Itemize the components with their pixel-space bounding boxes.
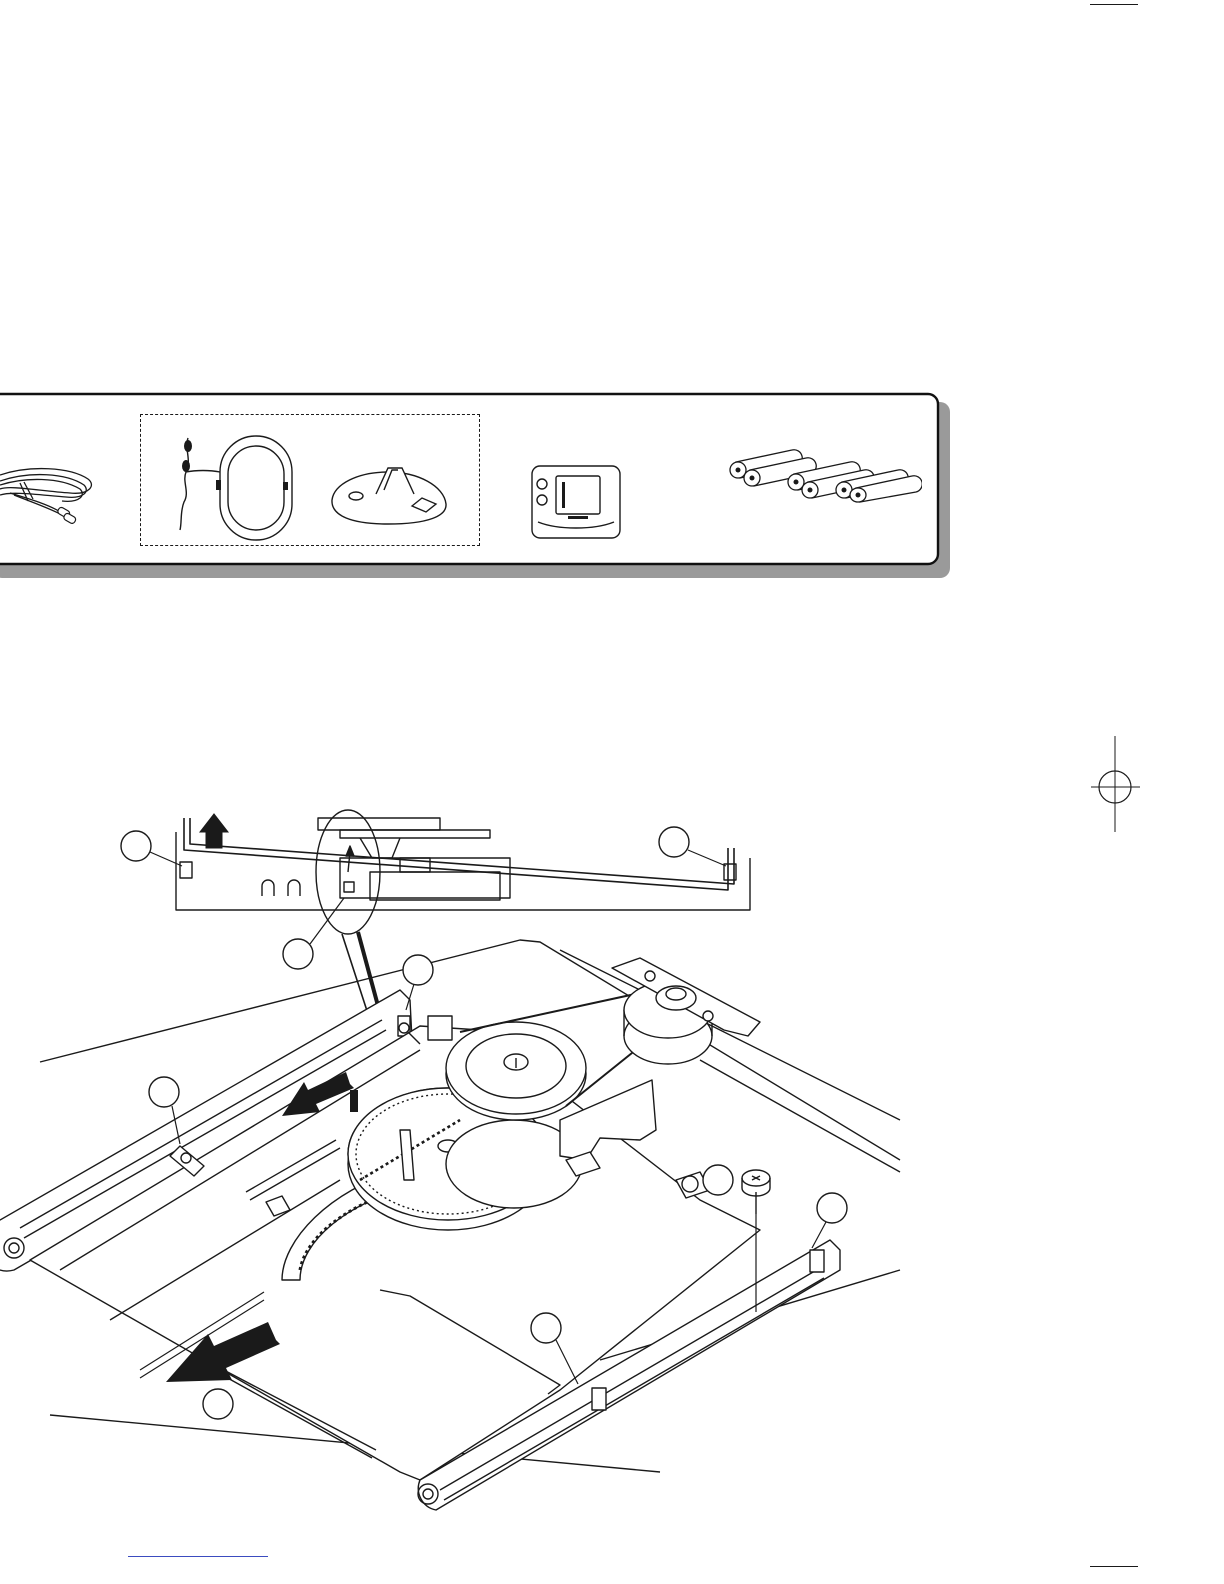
cd-tray-mechanism-diagram bbox=[0, 800, 920, 1520]
top-page-rule bbox=[1090, 4, 1138, 5]
speaker-cord-icon bbox=[0, 455, 110, 535]
registration-crosshair-icon bbox=[1088, 736, 1144, 836]
aa-batteries-icon bbox=[722, 440, 922, 504]
antenna-stand-icon bbox=[328, 460, 452, 532]
remote-control-icon bbox=[528, 462, 624, 542]
lift-up-arrow-icon bbox=[200, 814, 228, 848]
bottom-link-rule bbox=[128, 1556, 268, 1557]
bottom-page-rule bbox=[1090, 1566, 1138, 1567]
motor-assembly bbox=[612, 958, 760, 1064]
side-view-inset bbox=[176, 810, 750, 934]
am-loop-antenna-icon bbox=[170, 430, 300, 542]
